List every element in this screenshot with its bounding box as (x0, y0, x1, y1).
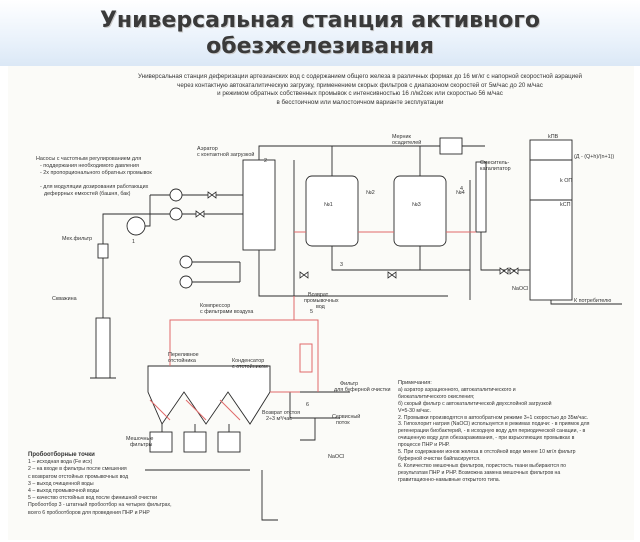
dosing-label-b: деферрных емкостей (башня, бак) (44, 190, 131, 197)
note-line: 3. Гипохлорит натрия (NaOCl) используетс… (398, 421, 590, 428)
settler-tank-label-b: с отстойником (232, 363, 268, 370)
pumps-label-a: - поддержания необходимого давления (40, 163, 139, 169)
note-line: б) скорый фильтр с автокаталитической дв… (398, 400, 552, 407)
note-line: 6. Количество мешочных фильтров, пористо… (398, 462, 567, 469)
legend-item: с возвратом отстойных промывочных вод (28, 473, 129, 480)
pumps-label: Насосы с частотным регулированием для (36, 156, 141, 162)
tower-eq-label: (Д - (Q+h)/(n+1)) (574, 154, 614, 160)
note-line: 5. При содержании ионов железа в отстойн… (398, 449, 576, 456)
settler-label: Мерник (392, 134, 412, 140)
overflow-label-b: отстойника (168, 357, 196, 364)
legend-title: Пробоотборные точки (28, 452, 95, 458)
pumps-label-b: - 2х пропорционального обратных промывок (40, 170, 152, 176)
sample-point-1: 1 (132, 239, 135, 245)
note-line: очищенную воду для обеззараживания, - пр… (398, 435, 575, 442)
settler-label-b: осадителей (392, 139, 421, 146)
tower-top-label: kПВ (548, 134, 559, 140)
filter-2-label: №2 (366, 190, 375, 196)
mesh-filter (97, 243, 109, 259)
compressor-label-b: с фильтрами воздуха (200, 309, 253, 315)
legend-item: 4 – выход промывочной воды (28, 488, 100, 495)
aerator-column (240, 145, 485, 297)
settler-measurer (439, 137, 463, 155)
water-tower (529, 139, 622, 305)
service-flow-label: Сервисный (332, 413, 360, 420)
compressor-label: Компрессор (200, 303, 230, 309)
compressor (179, 255, 241, 289)
sampling-legend: Пробоотборные точки 1 – исходная вода (F… (28, 452, 218, 517)
legend-item: 3 – выход очищенной воды (28, 480, 94, 487)
title-line-1: Универсальная станция активного обезжеле… (99, 8, 541, 59)
note-line: а) аэратор аэрационного, автокаталитичес… (398, 386, 516, 393)
bag-filters-label: Мешочные (126, 436, 153, 442)
legend-item: 2 – на входе в фильтры после смешения (28, 466, 127, 473)
backwash-return-label: Возврат (308, 292, 329, 298)
aerator-label: Аэратор (197, 146, 218, 152)
sludge-return-label: Возврат отстоя (262, 410, 300, 416)
legend-item: 5 – качество отстойных вод после финишно… (28, 495, 158, 502)
bag-filters-label-b: фильтры (130, 442, 152, 448)
naocl-label-2: NaOCl (328, 454, 344, 460)
notes-title: Примечания: (398, 380, 432, 386)
buffer-filter-label-b: для буферной очистки (334, 386, 390, 393)
buffer-filter-label: Фильтр (340, 381, 358, 387)
note-line: результатам ПНР и РНР. Возможна замена м… (398, 469, 561, 476)
source-pipe (102, 213, 150, 230)
tower-mid-label: k ОП (560, 178, 572, 184)
service-flow-label-b: поток (336, 420, 350, 426)
note-line: процессе ПНР и РНР. (398, 442, 450, 449)
settler-tank-label: Конденсатор (232, 358, 264, 364)
backwash-circuit (149, 231, 476, 421)
title-band (0, 0, 640, 66)
note-line: биокаталитического окисления; (398, 393, 475, 400)
mesh-filter-label: Мех.фильтр (62, 236, 92, 242)
naocl-label-1: NaOCl (512, 286, 528, 292)
tower-low-label: kСП (560, 202, 571, 208)
intro-line: через контактную автокаталитическую загр… (177, 81, 543, 89)
well-label: Скважина (52, 296, 77, 302)
mixer-label: Смеситель- (480, 160, 509, 166)
notes-block: Примечания: а) аэратор аэрационного, авт… (398, 380, 630, 484)
consumer-label: К потребителю (574, 298, 611, 304)
note-line: гравитационно-намывные открытого типа. (398, 476, 501, 483)
sample-point-4: 4 (460, 186, 463, 192)
legend-item: Пробоотбор 3 - штатный пробоотбор на чет… (28, 502, 172, 509)
note-line: V=5-30 м/час. (398, 407, 431, 414)
intro-text: Универсальная станция деферизации артези… (110, 73, 610, 107)
sample-point-2: 2 (264, 158, 267, 164)
pump-group (126, 188, 240, 236)
valves (195, 191, 519, 279)
aerator-label-b: с контактной загрузкой (197, 151, 254, 158)
backwash-return-label-c: вод (316, 304, 326, 310)
legend-item: 1 – исходная вода (Fe исх) (28, 459, 93, 466)
sludge-return-label-b: 2÷3 м³/час (266, 416, 292, 422)
dosing-label: - для модуляции дозирования работающих (40, 184, 149, 190)
overflow-label: Переливное (168, 352, 199, 358)
sample-point-6: 6 (306, 402, 309, 408)
filter-4-label: №4 (456, 190, 465, 196)
note-line: 2. Промывки производятся в автообратном … (398, 414, 589, 421)
intro-line: и режимом обратных собственных промывок … (217, 90, 503, 98)
legend-item: всего 6 пробоотборов для проведения ПНР … (28, 509, 150, 516)
settling-tank (145, 365, 271, 471)
filter-vessels (293, 146, 471, 300)
mixer-column (475, 161, 540, 271)
drain-line (261, 470, 278, 521)
note-line: регенерации биобактерий, - в исходную во… (398, 428, 586, 435)
sample-point-3: 3 (340, 262, 343, 268)
sludge-line (289, 392, 316, 441)
filter-1-label: №1 (324, 202, 333, 208)
filter-3-label: №3 (412, 202, 421, 208)
intro-line: Универсальная станция деферизации артези… (138, 73, 582, 80)
note-line: буферной очистки байпасируется. (398, 455, 481, 462)
intro-line: в бесстоичном или малостоичном варианте … (276, 98, 444, 106)
mixer-label-b: каталитатор (480, 166, 511, 172)
backwash-return-label-b: промывочных (304, 298, 339, 304)
sample-point-5: 5 (310, 309, 313, 315)
